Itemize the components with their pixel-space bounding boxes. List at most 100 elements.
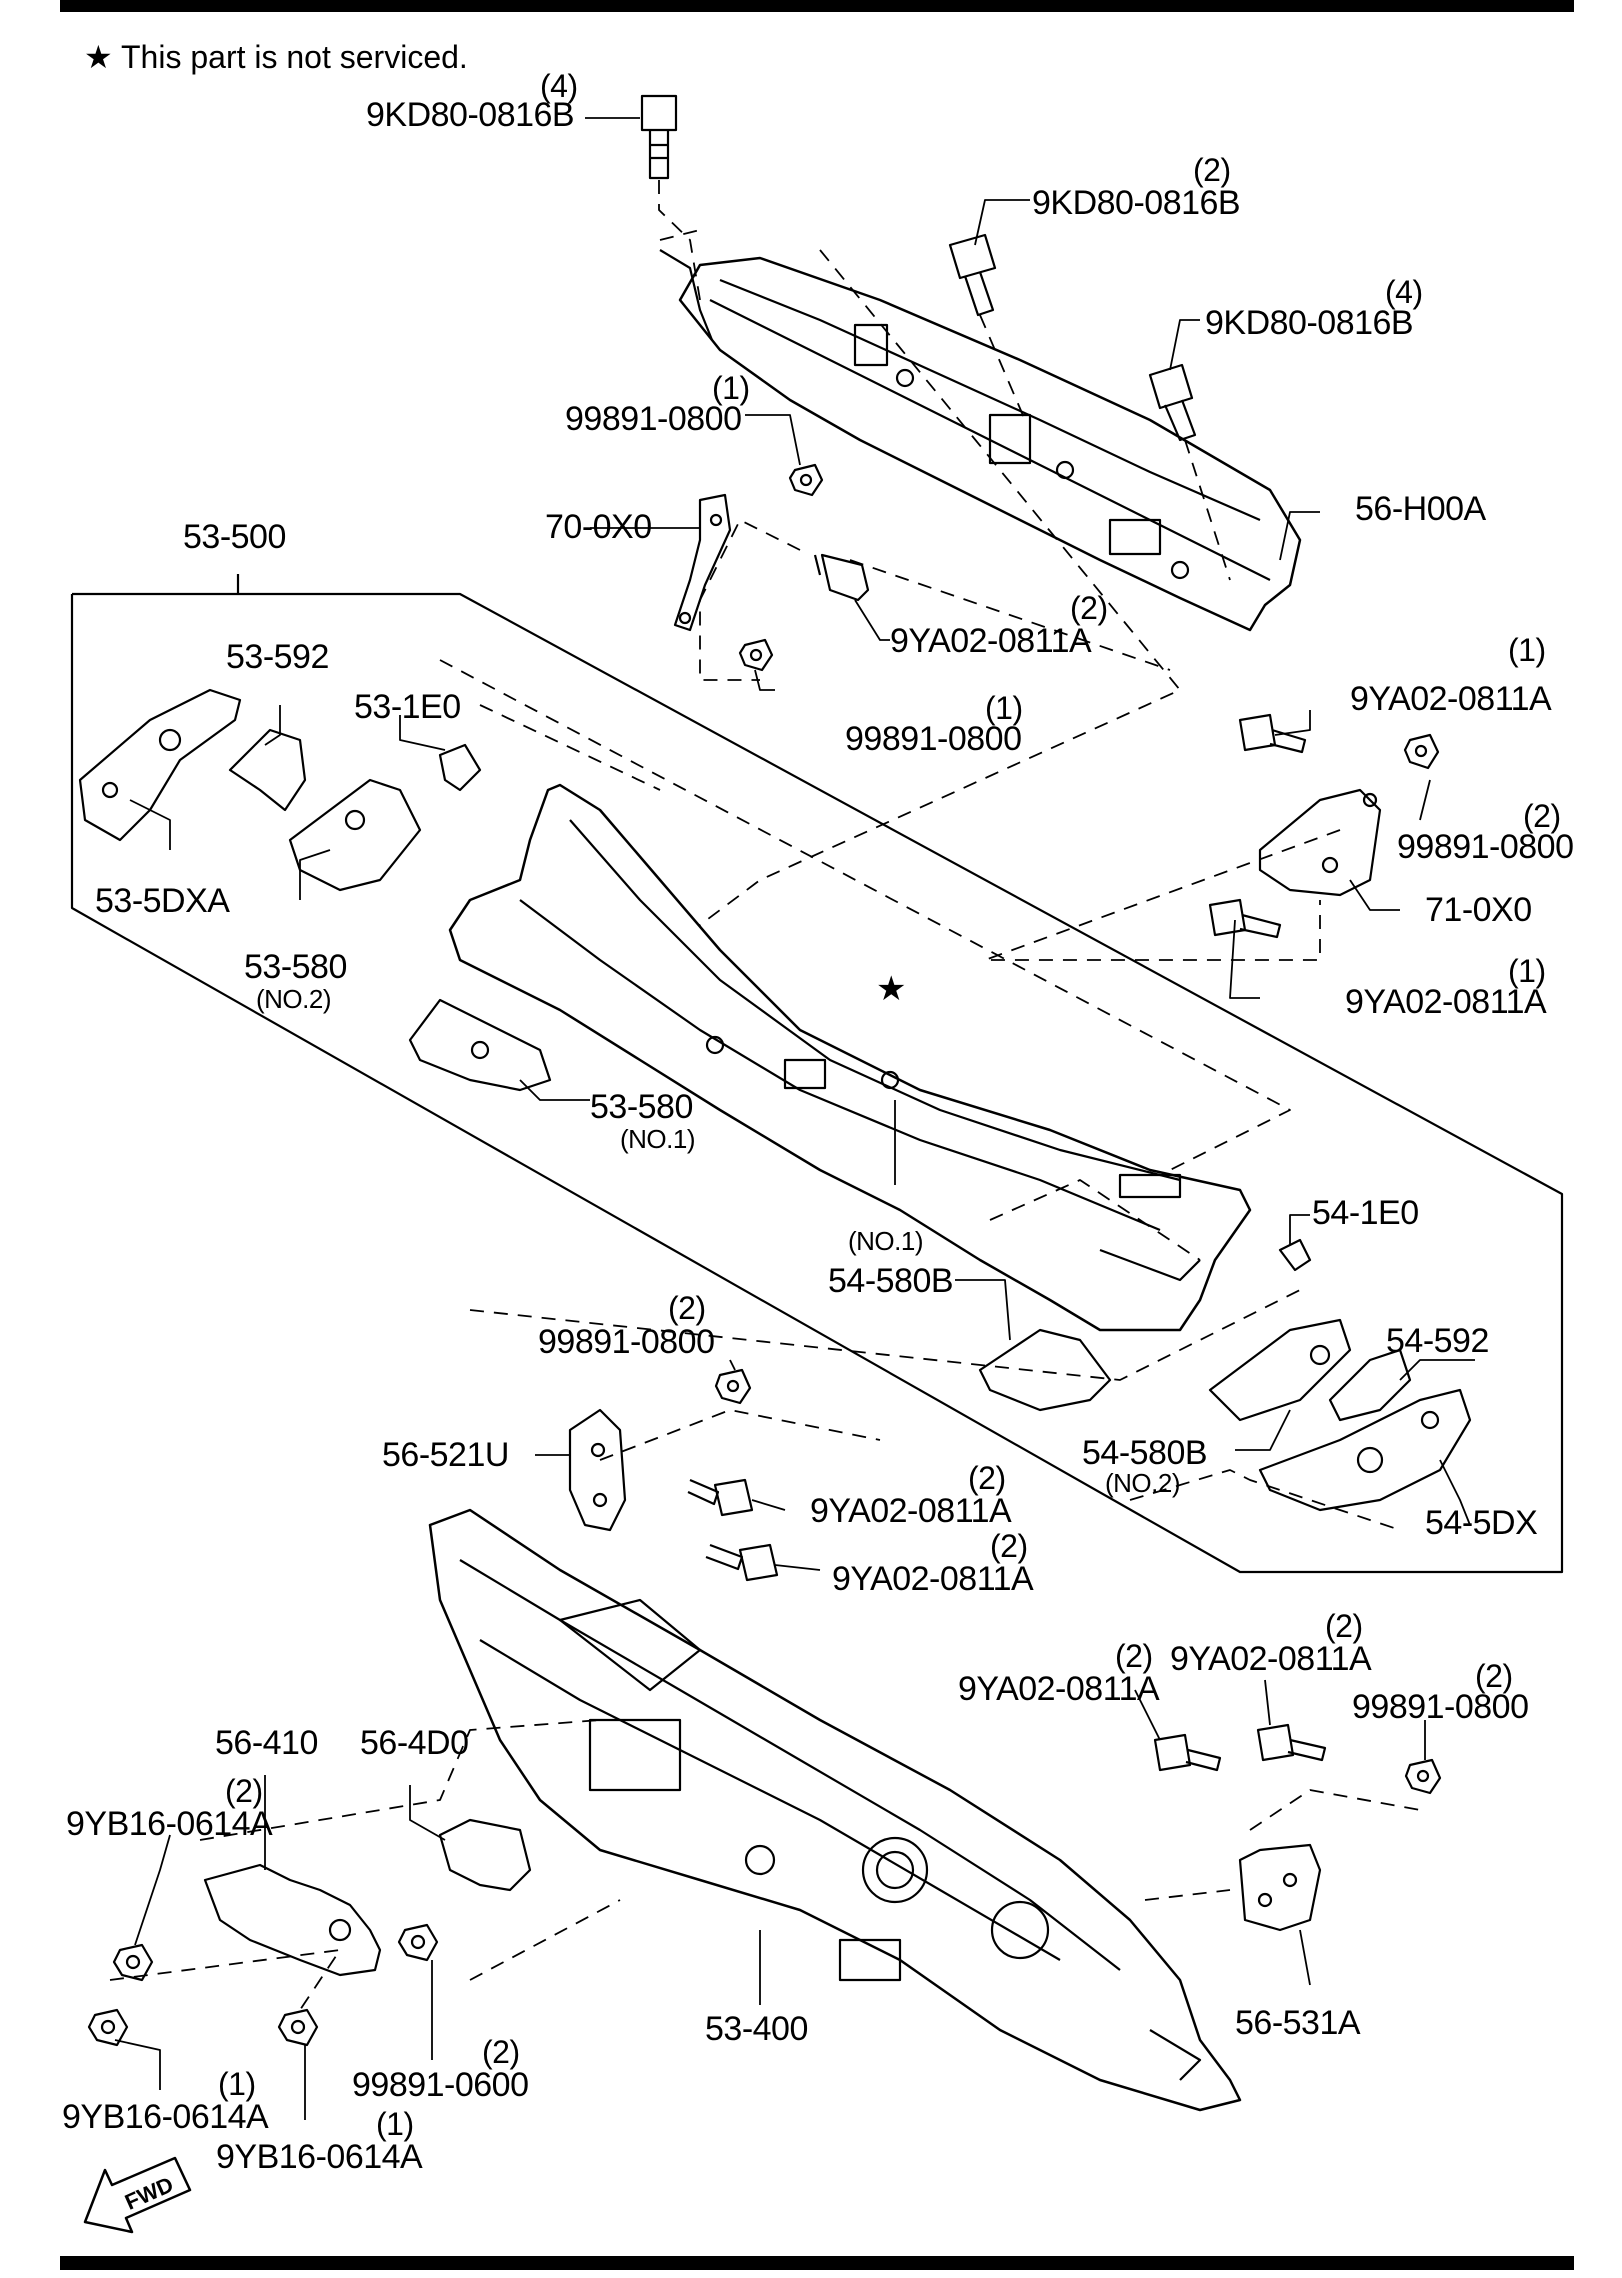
callout-bolt-71-lower: 9YA02-0811A — [1345, 983, 1547, 1021]
bracket-71-0x0 — [1258, 788, 1382, 897]
top-border — [60, 0, 1574, 12]
callout-bolt-531-b: 9YA02-0811A — [1170, 1640, 1372, 1678]
part-56-4d0-shape — [438, 1818, 532, 1892]
bolt-9ya02-70 — [813, 553, 870, 602]
dash-panel-53-400 — [428, 1508, 1242, 2112]
bolt-9ya02-531-b — [1256, 1723, 1327, 1762]
part-53-592-shape — [228, 728, 307, 812]
cowl-panel-56-h00a — [659, 249, 1302, 632]
callout-bolt-521-b: 9YA02-0811A — [832, 1560, 1034, 1598]
part-54-580b-no2-shape — [1208, 1318, 1352, 1422]
callout-bolt-70: 9YA02-0811A — [890, 622, 1092, 660]
callout-qty-bolt-top-mid: (2) — [1193, 152, 1231, 188]
assembly-53-500-outline — [70, 592, 1564, 1574]
callout-nut-70-lower: 99891-0800 — [845, 720, 1022, 758]
nut-9yb16-a — [112, 1943, 154, 1982]
callout-bolt-531-a: 9YA02-0811A — [958, 1670, 1160, 1708]
callout-qty-bolt-71-lower: (1) — [1508, 953, 1546, 989]
callout-qty-nut-71: (2) — [1523, 798, 1561, 834]
callout-part-53-580-no2: 53-580 — [244, 948, 347, 986]
nut-99891-71 — [1403, 733, 1440, 770]
part-56-410-shape — [203, 1863, 382, 1977]
bolt-9kd80-right — [1148, 363, 1197, 442]
callout-bracket-56-521u: 56-521U — [382, 1436, 509, 1474]
callout-nut-531: 99891-0800 — [1352, 1688, 1529, 1726]
nut-99891-521u — [714, 1368, 752, 1405]
callout-bolt-top-right: 9KD80-0816B — [1205, 304, 1414, 342]
callout-bolt-top-mid: 9KD80-0816B — [1032, 184, 1241, 222]
callout-qty-bolt-71-upper: (1) — [1508, 632, 1546, 668]
bolt-9kd80-mid — [948, 233, 997, 317]
legend-note-text: This part is not serviced. — [121, 39, 468, 75]
part-53-1e0-shape — [438, 743, 482, 792]
part-54-5dx-shape — [1258, 1388, 1472, 1512]
bracket-70-0x0 — [673, 493, 732, 632]
nut-99891-531 — [1404, 1758, 1442, 1795]
star-marker-icon: ★ — [876, 969, 906, 1009]
callout-part-56-410: 56-410 — [215, 1724, 318, 1762]
callout-bracket-71: 71-0X0 — [1425, 891, 1532, 929]
callout-bracket-70: 70-0X0 — [545, 508, 652, 546]
part-53-5dxa-shape — [78, 688, 242, 842]
callout-qty-nut-531: (2) — [1475, 1658, 1513, 1694]
callout-sub-part-54-580b-no1: (NO.1) — [848, 1226, 924, 1256]
callout-qty-bolt-531-a: (2) — [1115, 1638, 1153, 1674]
callout-part-54-580b-no1: 54-580B — [828, 1262, 954, 1300]
callout-qty-bolt-521-a: (2) — [968, 1460, 1006, 1496]
callout-nut-410-a: 9YB16-0614A — [66, 1805, 273, 1843]
bracket-56-521u-shape — [568, 1408, 627, 1532]
callout-part-53-5dxa: 53-5DXA — [95, 882, 230, 920]
callout-cowl-panel-56: 56-H00A — [1355, 490, 1486, 528]
callout-sub-part-53-580-no2: (NO.2) — [256, 984, 332, 1014]
legend-note: ★ This part is not serviced. — [84, 38, 468, 76]
nut-99891-lower — [738, 638, 774, 672]
callout-part-54-580b-no2: 54-580B — [1082, 1434, 1208, 1472]
callout-part-54-5dx: 54-5DX — [1425, 1504, 1538, 1542]
callout-dash-53-400: 53-400 — [705, 2010, 808, 2048]
bracket-56-531a-shape — [1238, 1843, 1322, 1932]
bolt-9ya02-521-b — [705, 1543, 779, 1582]
callout-qty-nut-410-a: (2) — [225, 1773, 263, 1809]
fwd-arrow-icon — [83, 2156, 192, 2234]
callout-nut-70-upper: 99891-0800 — [565, 400, 742, 438]
callout-qty-nut-410-c: (1) — [376, 2106, 414, 2142]
callout-sub-part-53-580-no1: (NO.1) — [620, 1124, 696, 1154]
callout-part-53-580-no1: 53-580 — [590, 1088, 693, 1126]
callout-qty-bolt-top-left: (4) — [540, 68, 578, 104]
callout-nut-410-c: 9YB16-0614A — [216, 2138, 423, 2176]
nut-99891-0600 — [397, 1923, 439, 1962]
nut-9yb16-b — [87, 2008, 129, 2047]
callout-qty-bolt-521-b: (2) — [990, 1528, 1028, 1564]
callout-sub-part-54-580b-no2: (NO.2) — [1105, 1468, 1181, 1498]
bottom-border — [60, 2256, 1574, 2270]
bolt-9ya02-531-a — [1153, 1733, 1222, 1772]
callout-qty-bolt-531-b: (2) — [1325, 1608, 1363, 1644]
callout-bracket-56-531a: 56-531A — [1235, 2004, 1361, 2042]
part-54-592-shape — [1328, 1348, 1412, 1422]
cowl-top-panel — [448, 783, 1252, 1332]
callout-part-53-1e0: 53-1E0 — [354, 688, 461, 726]
part-53-580-no1-shape — [408, 998, 552, 1092]
nut-9yb16-c — [277, 2008, 319, 2047]
bolt-9kd80-left — [640, 94, 678, 180]
callout-nut-71: 99891-0800 — [1397, 828, 1574, 866]
callout-qty-nut-56-521u: (2) — [668, 1290, 706, 1326]
callout-part-54-592: 54-592 — [1386, 1322, 1489, 1360]
callout-bolt-521-a: 9YA02-0811A — [810, 1492, 1012, 1530]
callout-part-54-1e0: 54-1E0 — [1312, 1194, 1419, 1232]
bolt-9ya02-71-upper — [1238, 713, 1307, 754]
star-icon: ★ — [84, 39, 113, 75]
callout-part-56-4d0: 56-4D0 — [360, 1724, 469, 1762]
callout-qty-nut-410-b: (1) — [218, 2066, 256, 2102]
callout-nut-600: 99891-0600 — [352, 2066, 529, 2104]
nut-99891-upper — [788, 463, 824, 497]
bolt-9ya02-521-a — [687, 1478, 754, 1517]
callout-nut-410-b: 9YB16-0614A — [62, 2098, 269, 2136]
callout-qty-bolt-70: (2) — [1070, 590, 1108, 626]
part-54-1e0-shape — [1278, 1238, 1312, 1272]
callout-qty-nut-70-lower: (1) — [985, 690, 1023, 726]
callout-part-53-592: 53-592 — [226, 638, 329, 676]
callout-bolt-71-upper: 9YA02-0811A — [1350, 680, 1552, 718]
